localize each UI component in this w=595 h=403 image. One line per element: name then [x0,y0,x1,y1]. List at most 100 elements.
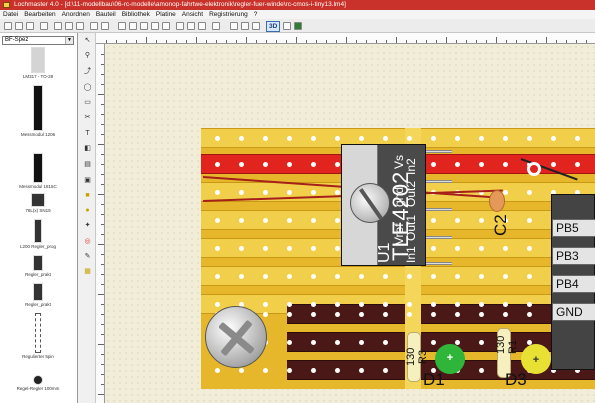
menu-ansicht[interactable]: Ansicht [181,11,204,18]
menu-help[interactable]: ? [253,11,258,18]
align-left-icon[interactable] [118,22,126,30]
hole-icon[interactable]: ● [85,207,90,214]
board-hole[interactable] [239,246,244,251]
grid-icon[interactable] [294,22,302,30]
new-file-icon[interactable] [4,22,12,30]
board-hole[interactable] [215,274,220,279]
solder-pad[interactable] [527,162,541,176]
board-hole[interactable] [311,190,316,195]
paste-icon[interactable] [76,22,84,30]
led-d3[interactable]: + [521,344,551,374]
board-hole[interactable] [287,302,292,307]
menu-bibliothek[interactable]: Bibliothek [121,11,150,18]
board-hole[interactable] [311,218,316,223]
board-hole[interactable] [287,274,292,279]
board-hole[interactable] [455,162,460,167]
board-hole[interactable] [503,136,508,141]
board-hole[interactable] [335,218,340,223]
board-hole[interactable] [335,312,340,317]
strip-icon[interactable]: ▤ [84,161,91,168]
cut-icon[interactable] [54,22,62,30]
zoom-icon[interactable] [230,22,238,30]
menu-platine[interactable]: Platine [155,11,176,18]
board-hole[interactable] [263,246,268,251]
board-hole[interactable] [527,246,532,251]
board-hole[interactable] [263,312,268,317]
board-hole[interactable] [215,302,220,307]
rotate-right-icon[interactable] [187,22,195,30]
board-hole[interactable] [383,274,388,279]
library-item[interactable]: LM317 - TO-28 [2,47,74,79]
board-hole[interactable] [359,340,364,345]
board-hole[interactable] [455,274,460,279]
board-hole[interactable] [431,312,436,317]
resistor-r1[interactable] [497,328,511,378]
board-hole[interactable] [239,190,244,195]
board-hole[interactable] [263,190,268,195]
board-hole[interactable] [551,136,556,141]
board-hole[interactable] [503,312,508,317]
board-hole[interactable] [239,218,244,223]
library-item[interactable]: Regler_prakt [2,255,74,277]
board-hole[interactable] [335,368,340,373]
board-hole[interactable] [527,302,532,307]
library-item[interactable]: L200 Regler_prog [2,219,74,249]
capacitor-c2[interactable] [489,190,505,212]
board-hole[interactable] [263,368,268,373]
save-icon[interactable] [26,22,34,30]
board-view-icon[interactable] [283,22,291,30]
align-right-icon[interactable] [140,22,148,30]
board-hole[interactable] [215,162,220,167]
library-select[interactable]: BF-Spez ▼ [2,36,74,45]
board-hole[interactable] [479,302,484,307]
library-item[interactable]: 78L(x) SN19 [2,193,74,213]
board-hole[interactable] [455,340,460,345]
open-file-icon[interactable] [15,22,23,30]
board-hole[interactable] [359,274,364,279]
board-hole[interactable] [263,162,268,167]
rotate-left-icon[interactable] [176,22,184,30]
board-hole[interactable] [287,312,292,317]
board-hole[interactable] [239,136,244,141]
color-icon[interactable]: ▦ [84,268,91,275]
view-3d-button[interactable]: 3D [266,21,281,32]
board-hole[interactable] [311,162,316,167]
board-hole[interactable] [359,312,364,317]
board-hole[interactable] [215,136,220,141]
pencil-icon[interactable]: ✎ [84,253,91,260]
menu-datei[interactable]: Datei [3,11,19,18]
board-hole[interactable] [479,162,484,167]
board-hole[interactable] [503,162,508,167]
pad-icon[interactable]: ◧ [84,145,91,152]
board-hole[interactable] [311,246,316,251]
board-hole[interactable] [287,218,292,223]
board-hole[interactable] [479,340,484,345]
board-hole[interactable] [431,340,436,345]
board-hole[interactable] [527,190,532,195]
board-hole[interactable] [575,190,580,195]
board-hole[interactable] [383,136,388,141]
board-hole[interactable] [215,246,220,251]
board-hole[interactable] [407,136,412,141]
chevron-down-icon[interactable]: ▼ [65,37,73,44]
board-hole[interactable] [335,302,340,307]
board-hole[interactable] [215,190,220,195]
board-hole[interactable] [431,162,436,167]
board-hole[interactable] [311,312,316,317]
board-hole[interactable] [479,190,484,195]
board-hole[interactable] [455,246,460,251]
board-hole[interactable] [311,274,316,279]
library-item[interactable]: Messmodul 1206 [2,85,74,137]
board-hole[interactable] [527,340,532,345]
board-hole[interactable] [551,190,556,195]
board-hole[interactable] [407,274,412,279]
print-icon[interactable] [40,22,48,30]
board-hole[interactable] [383,302,388,307]
menu-registrierung[interactable]: Registrierung [209,11,248,18]
board-hole[interactable] [287,190,292,195]
board-hole[interactable] [287,340,292,345]
zoom-icon[interactable]: ⚲ [84,52,91,59]
library-item[interactable]: Regulierter 5pin [2,313,74,359]
board-hole[interactable] [287,136,292,141]
board-hole[interactable] [383,368,388,373]
